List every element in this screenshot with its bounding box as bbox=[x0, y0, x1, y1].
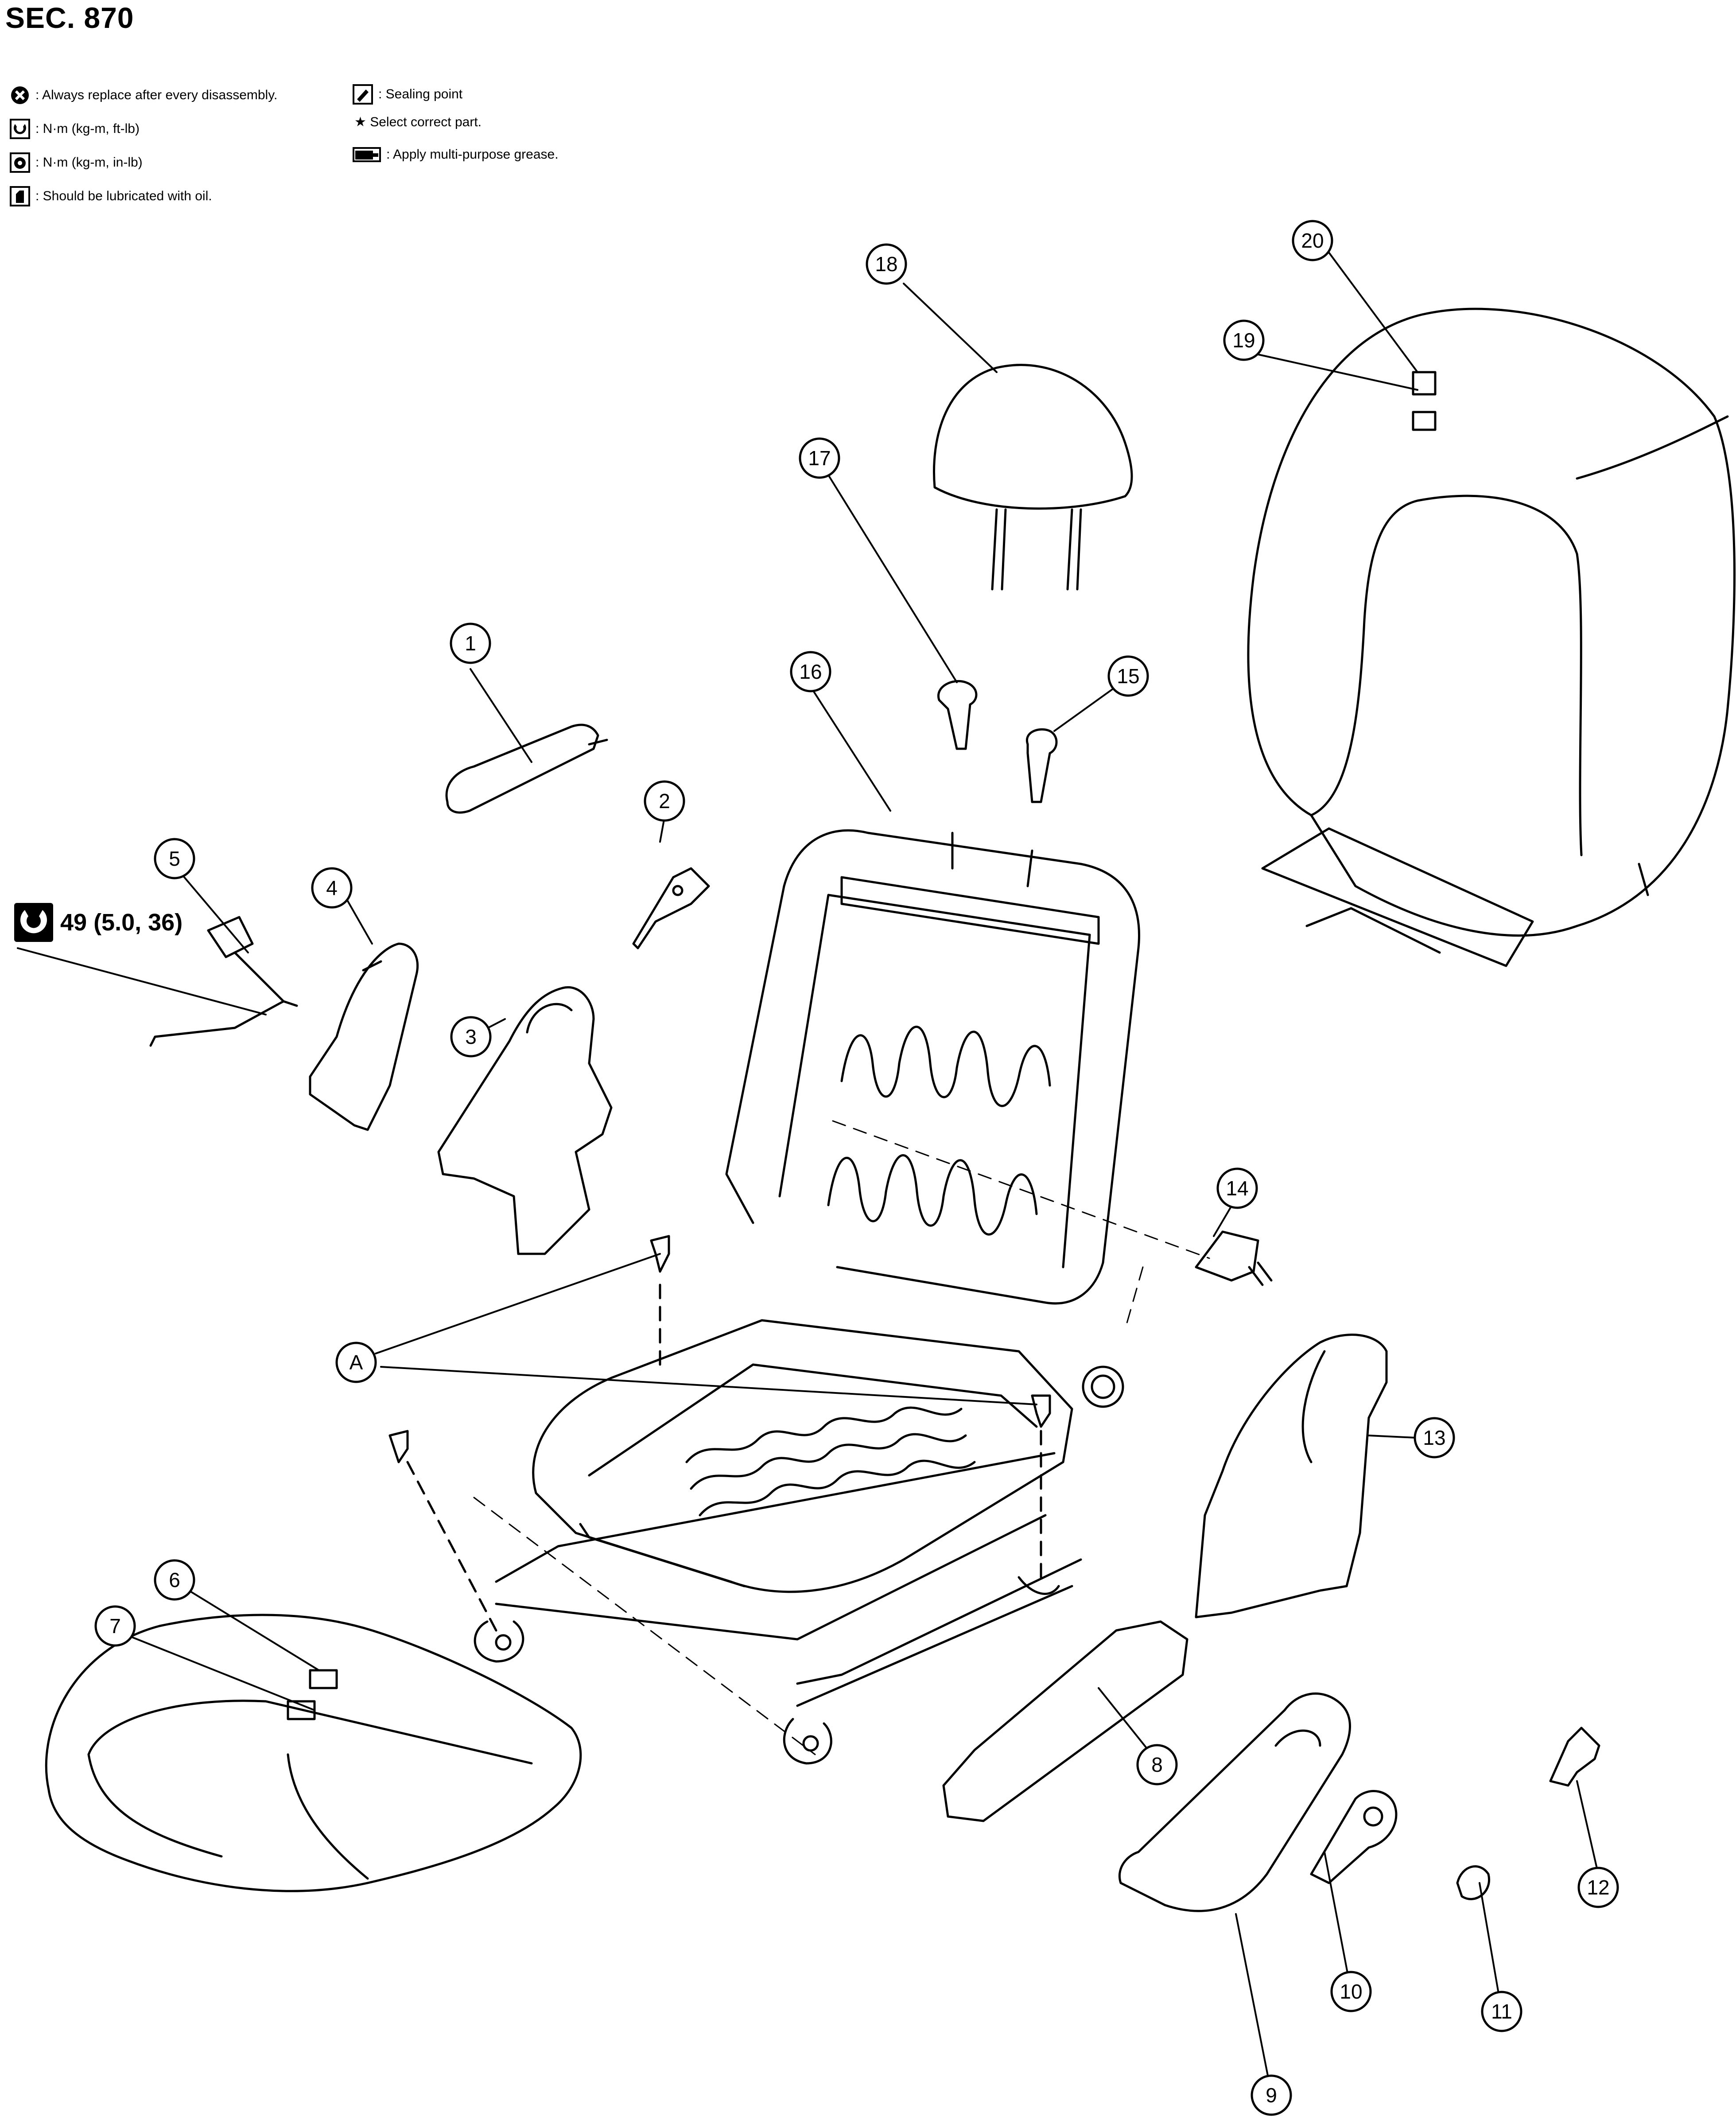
callout-11: 11 bbox=[1481, 1991, 1522, 2032]
svg-text:14: 14 bbox=[1226, 1177, 1248, 1200]
leader-lines bbox=[17, 252, 1599, 2094]
svg-text:6: 6 bbox=[169, 1568, 180, 1591]
svg-text:20: 20 bbox=[1301, 229, 1324, 252]
torque-nm-inlb-icon bbox=[10, 152, 30, 173]
part-16-seat-frame bbox=[474, 829, 1140, 1765]
part-8-rail-cover bbox=[942, 1620, 1188, 1822]
part-20-seatback-cover bbox=[1247, 307, 1736, 967]
svg-text:4: 4 bbox=[326, 876, 338, 899]
part-17-headrest-guide bbox=[937, 680, 978, 750]
callout-12: 12 bbox=[1577, 1867, 1619, 1908]
legend-text: : Always replace after every disassembly… bbox=[35, 88, 278, 102]
legend-text: : Should be lubricated with oil. bbox=[35, 189, 212, 203]
svg-text:8: 8 bbox=[1151, 1753, 1163, 1776]
legend-text: : N·m (kg-m, ft-lb) bbox=[35, 121, 140, 136]
callout-15: 15 bbox=[1107, 655, 1149, 697]
legend-text: : Sealing point bbox=[378, 87, 463, 101]
svg-text:3: 3 bbox=[465, 1025, 477, 1048]
callout-2: 2 bbox=[644, 780, 685, 822]
svg-text:2: 2 bbox=[659, 790, 670, 813]
legend-item-always-replace: : Always replace after every disassembly… bbox=[10, 85, 277, 105]
part-2-bracket bbox=[632, 867, 710, 949]
grease-icon bbox=[353, 144, 381, 165]
legend-item-torque-ftlb: : N·m (kg-m, ft-lb) bbox=[10, 119, 140, 139]
part-18-headrest bbox=[933, 364, 1133, 591]
dash-lines bbox=[473, 1120, 1210, 1755]
callout-18: 18 bbox=[866, 243, 907, 285]
svg-text:19: 19 bbox=[1232, 329, 1255, 352]
legend-text: : N·m (kg-m, in-lb) bbox=[35, 155, 143, 170]
legend-item-oil: : Should be lubricated with oil. bbox=[10, 186, 212, 206]
part-14-connector bbox=[1195, 1230, 1273, 1286]
svg-text:10: 10 bbox=[1340, 1980, 1362, 2003]
legend-item-select-part: ★ Select correct part. bbox=[354, 114, 482, 130]
callout-6: 6 bbox=[154, 1559, 195, 1601]
legend-item-grease: : Apply multi-purpose grease. bbox=[353, 144, 559, 165]
callout-19: 19 bbox=[1223, 319, 1265, 361]
svg-text:12: 12 bbox=[1587, 1876, 1609, 1899]
callout-20: 20 bbox=[1292, 220, 1333, 261]
svg-text:5: 5 bbox=[169, 847, 180, 870]
part-1-armrest bbox=[445, 724, 608, 814]
callout-13: 13 bbox=[1414, 1417, 1455, 1459]
callout-8: 8 bbox=[1136, 1744, 1178, 1785]
part-6-cushion-cover bbox=[45, 1614, 582, 1892]
part-10-lever bbox=[1310, 1790, 1398, 1884]
svg-text:A: A bbox=[350, 1351, 363, 1374]
svg-text:17: 17 bbox=[808, 447, 831, 470]
part-11-clip bbox=[1456, 1865, 1490, 1900]
section-title: SEC. 870 bbox=[5, 1, 134, 34]
legend-item-sealing: : Sealing point bbox=[353, 84, 462, 105]
torque-value: 49 (5.0, 36) bbox=[60, 909, 183, 936]
torque-nm-ftlb-icon bbox=[10, 119, 30, 139]
callout-10: 10 bbox=[1330, 1971, 1372, 2012]
part-13-side-cover bbox=[1195, 1334, 1388, 1618]
svg-text:1: 1 bbox=[465, 632, 476, 655]
callout-3: 3 bbox=[450, 1016, 492, 1058]
callout-4: 4 bbox=[311, 867, 353, 909]
callout-7: 7 bbox=[94, 1605, 136, 1647]
svg-text:16: 16 bbox=[799, 660, 822, 683]
svg-text:11: 11 bbox=[1491, 2000, 1512, 2023]
part-4-side-cover bbox=[309, 942, 419, 1131]
bolt-a-3 bbox=[1031, 1394, 1051, 1579]
callout-9: 9 bbox=[1251, 2074, 1292, 2116]
bolt-a-1 bbox=[650, 1235, 670, 1366]
oil-lubricate-icon bbox=[10, 186, 30, 206]
part-15-headrest-guide bbox=[1025, 728, 1058, 803]
svg-text:7: 7 bbox=[109, 1614, 121, 1638]
callout-16: 16 bbox=[790, 651, 831, 692]
sealing-point-icon bbox=[353, 84, 373, 105]
torque-spec: 49 (5.0, 36) bbox=[12, 901, 183, 944]
always-replace-icon bbox=[10, 85, 30, 105]
callout-1: 1 bbox=[450, 622, 491, 664]
bolt-a-2 bbox=[388, 1430, 497, 1632]
legend-item-torque-inlb: : N·m (kg-m, in-lb) bbox=[10, 152, 143, 173]
callout-17: 17 bbox=[799, 437, 840, 479]
part-9-outer-cover bbox=[1118, 1692, 1351, 1912]
part-12-clip bbox=[1549, 1727, 1600, 1787]
torque-wrench-icon bbox=[12, 901, 55, 944]
legend-text: ★ Select correct part. bbox=[354, 115, 482, 129]
part-3-side-cover bbox=[437, 986, 613, 1255]
svg-text:18: 18 bbox=[875, 253, 897, 276]
svg-text:15: 15 bbox=[1117, 665, 1139, 688]
legend-text: : Apply multi-purpose grease. bbox=[386, 147, 559, 162]
svg-text:13: 13 bbox=[1423, 1426, 1445, 1449]
svg-text:9: 9 bbox=[1266, 2084, 1277, 2107]
callout-a: A bbox=[335, 1342, 377, 1383]
part-5-belt-buckle bbox=[149, 916, 298, 1047]
callout-14: 14 bbox=[1216, 1167, 1258, 1209]
callout-5: 5 bbox=[154, 838, 195, 879]
